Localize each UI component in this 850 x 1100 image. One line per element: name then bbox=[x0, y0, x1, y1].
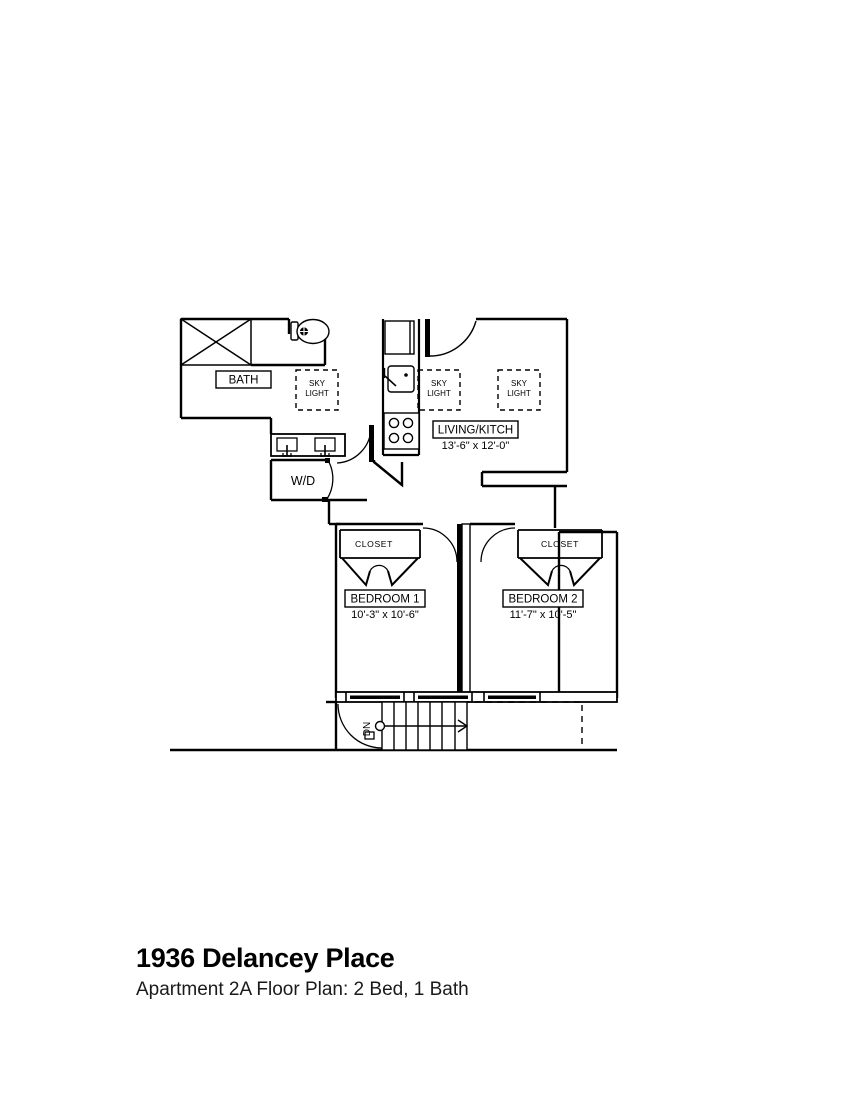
skylight-kitchen-line2: LIGHT bbox=[427, 389, 451, 398]
room-label-living-kitch: LIVING/KITCH 13'-6" x 12'-0" bbox=[432, 420, 519, 452]
closet-bedroom-1-label: CLOSET bbox=[355, 539, 393, 549]
stair-direction-label: DN bbox=[362, 722, 373, 736]
refrigerator bbox=[384, 320, 415, 355]
closet-bedroom-1-bifold-doors bbox=[341, 557, 419, 588]
range-cooktop bbox=[383, 412, 420, 450]
closet-bedroom-2 bbox=[517, 529, 603, 559]
room-dims-bedroom-1: 10'-3" x 10'-6" bbox=[351, 609, 419, 621]
window-bedroom-2-left bbox=[488, 695, 536, 699]
room-label-living-kitch-text: LIVING/KITCH bbox=[438, 424, 513, 436]
room-dims-bedroom-2: 11'-7" x 10'-5" bbox=[510, 609, 577, 621]
bedroom-2-door bbox=[480, 527, 516, 563]
room-label-bath: BATH bbox=[215, 370, 272, 389]
closet-bedroom-2-bifold-doors bbox=[519, 557, 601, 587]
stair-direction-arrow bbox=[382, 719, 469, 733]
bathtub bbox=[180, 318, 252, 366]
skylight-bath-line1: SKY bbox=[309, 379, 326, 388]
bedroom-2-walls bbox=[470, 522, 619, 698]
bedrooms-partition-wall bbox=[457, 523, 471, 699]
window-bedroom-1-left bbox=[350, 695, 400, 699]
closet-bedroom-2-label: CLOSET bbox=[541, 539, 579, 549]
closet-bedroom-1 bbox=[339, 529, 421, 559]
stair-newel-marker bbox=[374, 720, 386, 732]
room-label-bedroom-2-text: BEDROOM 2 bbox=[508, 593, 577, 605]
entry-door bbox=[428, 320, 477, 357]
vanity-sink-right bbox=[314, 437, 336, 457]
entry-door-jamb bbox=[425, 319, 430, 357]
wd-room-walls bbox=[269, 458, 367, 502]
room-label-bedroom-2: BEDROOM 2 11'-7" x 10'-5" bbox=[502, 589, 584, 621]
room-label-bedroom-1: BEDROOM 1 10'-3" x 10'-6" bbox=[344, 589, 426, 621]
skylight-living: SKY LIGHT bbox=[497, 369, 541, 411]
kitchen-sink bbox=[382, 365, 415, 393]
room-label-wd-text: W/D bbox=[291, 474, 315, 488]
wd-door bbox=[322, 458, 334, 502]
page-subtitle: Apartment 2A Floor Plan: 2 Bed, 1 Bath bbox=[136, 979, 469, 1001]
stair-landing-marker bbox=[364, 731, 375, 740]
bedroom-1-door bbox=[422, 527, 458, 563]
skylight-kitchen-line1: SKY bbox=[431, 379, 448, 388]
title-block: 1936 Delancey Place Apartment 2A Floor P… bbox=[136, 944, 736, 1002]
skylight-kitchen: SKY LIGHT bbox=[417, 369, 461, 411]
page-title: 1936 Delancey Place bbox=[136, 943, 395, 973]
living-room-walls bbox=[476, 317, 569, 488]
skylight-living-line2: LIGHT bbox=[507, 389, 531, 398]
room-label-bath-text: BATH bbox=[229, 374, 259, 386]
toilet bbox=[290, 318, 330, 345]
vanity-sink-left bbox=[276, 437, 298, 457]
hall-wall-thick-left bbox=[369, 425, 374, 462]
floor-plan-drawing: BATH SKY LIGHT bbox=[170, 300, 640, 765]
window-bedroom-1-right bbox=[418, 695, 468, 699]
skylight-bath-line2: LIGHT bbox=[305, 389, 329, 398]
floor-plan-svg: BATH SKY LIGHT bbox=[170, 317, 619, 752]
skylight-living-line1: SKY bbox=[511, 379, 528, 388]
stair-area: DN bbox=[170, 700, 617, 752]
skylight-bath: SKY LIGHT bbox=[295, 369, 339, 411]
stair-overhead-dashed bbox=[467, 701, 583, 751]
hall-walls bbox=[327, 460, 557, 528]
window-wall bbox=[335, 691, 618, 703]
room-dims-living-kitch: 13'-6" x 12'-0" bbox=[442, 440, 510, 452]
room-label-bedroom-1-text: BEDROOM 1 bbox=[350, 593, 419, 605]
